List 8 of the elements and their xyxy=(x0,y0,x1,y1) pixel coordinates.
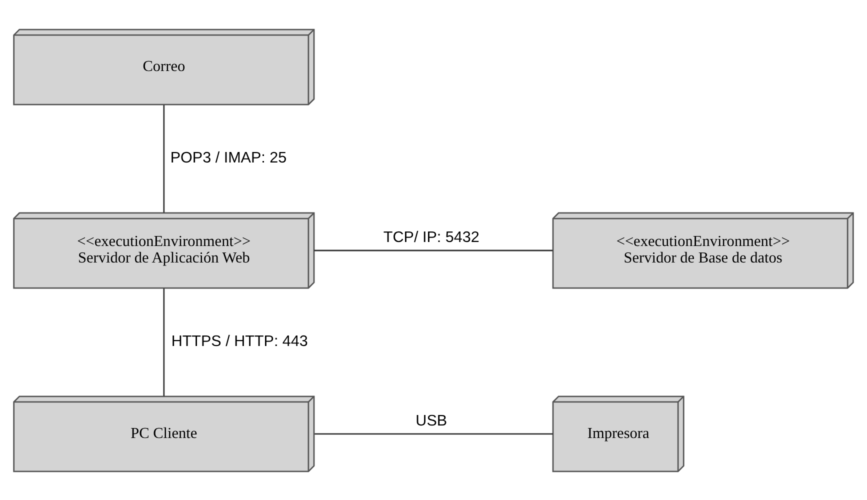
connector xyxy=(314,432,553,434)
edge-label: POP3 / IMAP: 25 xyxy=(170,149,287,166)
connector xyxy=(314,249,553,251)
edge-label: HTTPS / HTTP: 443 xyxy=(171,332,308,350)
edge-label: USB xyxy=(416,412,448,429)
connector xyxy=(163,288,165,396)
edge-label: TCP/ IP: 5432 xyxy=(383,228,480,246)
connector xyxy=(163,104,165,212)
